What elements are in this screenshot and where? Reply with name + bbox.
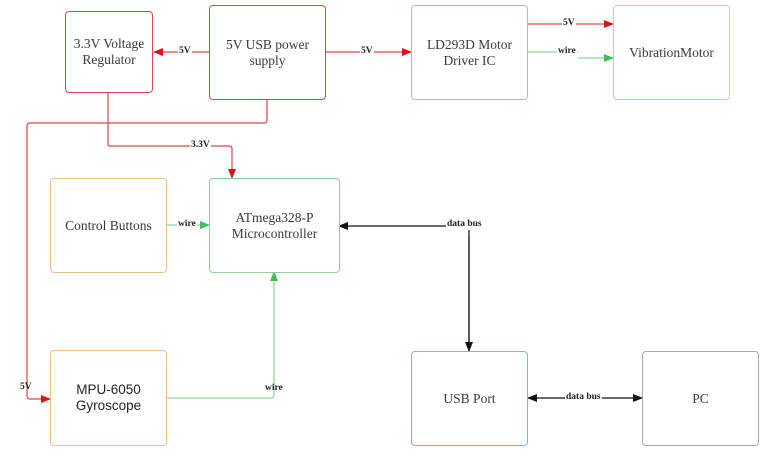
wire-regulator-to-mcu [107, 92, 236, 179]
block-voltage-regulator[interactable]: 3.3V Voltage Regulator [65, 11, 153, 93]
label-gyro-to-mcu: wire [265, 383, 283, 393]
block-gyroscope[interactable]: MPU-6050 Gyroscope [50, 350, 167, 446]
block-voltage-regulator-label: 3.3V Voltage Regulator [73, 36, 145, 67]
wire-gyro-to-mcu [166, 271, 278, 399]
block-gyroscope-label: MPU-6050 Gyroscope [75, 382, 142, 413]
label-usbport-to-pc: data bus [565, 392, 602, 403]
label-supply-to-regulator: 5V [178, 46, 192, 57]
block-pc-label: PC [692, 390, 709, 406]
label-driver-to-motor-signal: wire [557, 46, 577, 57]
block-microcontroller-label: ATmega328-P Microcontroller [231, 209, 318, 241]
block-pc[interactable]: PC [642, 351, 759, 446]
block-motor-driver[interactable]: LD293D Motor Driver IC [411, 5, 528, 100]
label-driver-to-motor-power: 5V [562, 18, 576, 29]
block-control-buttons[interactable]: Control Buttons [50, 178, 167, 273]
block-vibration-motor-label: VibrationMotor [629, 44, 714, 60]
label-regulator-to-mcu: 3.3V [190, 140, 211, 151]
block-usb-power-supply[interactable]: 5V USB power supply [209, 5, 326, 100]
block-vibration-motor[interactable]: VibrationMotor [613, 5, 730, 100]
wire-supply-to-gyro [26, 100, 268, 403]
block-motor-driver-label: LD293D Motor Driver IC [426, 36, 513, 68]
label-buttons-to-mcu: wire [177, 219, 197, 230]
label-usbport-to-mcu: data bus [446, 219, 483, 230]
block-microcontroller[interactable]: ATmega328-P Microcontroller [209, 178, 340, 273]
block-usb-port[interactable]: USB Port [411, 351, 528, 446]
label-supply-to-driver: 5V [360, 46, 374, 57]
block-usb-power-supply-label: 5V USB power supply [225, 36, 309, 68]
block-control-buttons-label: Control Buttons [65, 217, 152, 233]
block-usb-port-label: USB Port [443, 390, 496, 406]
wire-usbport-to-mcu [338, 222, 470, 351]
label-supply-to-gyro: 5V [20, 382, 32, 392]
